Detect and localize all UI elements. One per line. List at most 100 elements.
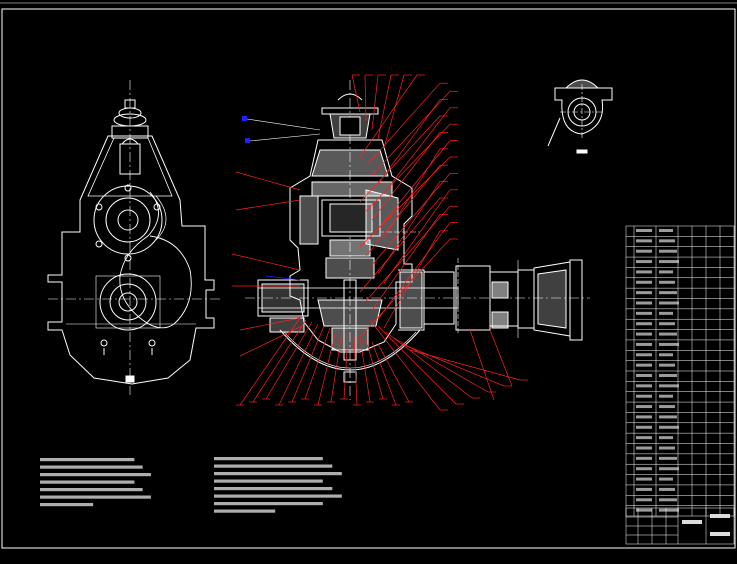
parts-cell-text (636, 322, 652, 326)
parts-cell-text (659, 446, 675, 450)
leader-line (371, 341, 397, 406)
note-line (214, 487, 333, 491)
leader-line (359, 197, 441, 293)
note-line (214, 457, 323, 461)
parts-cell-text (636, 446, 652, 450)
parts-cell-text (659, 353, 673, 357)
parts-cell-text (636, 291, 652, 295)
parts-cell-text (636, 342, 652, 346)
leader-line (365, 164, 441, 257)
leader-line (235, 199, 301, 211)
parts-cell-text (659, 415, 677, 419)
leader-line (383, 148, 441, 239)
parts-cell-text (636, 498, 652, 502)
leader-line (291, 325, 325, 403)
leader-line (235, 171, 301, 191)
leader-line (330, 331, 343, 403)
parts-cell-text (659, 374, 677, 377)
leader-line (239, 325, 303, 357)
parts-cell-text (659, 436, 673, 440)
bottom-caption (232, 553, 732, 564)
parts-cell-text (636, 487, 652, 491)
leader-line (359, 337, 371, 403)
parts-cell-text (659, 332, 677, 336)
leader-line (364, 74, 367, 122)
leader-line (265, 321, 313, 400)
leader-line (393, 337, 489, 393)
parts-cell-text (659, 301, 679, 305)
section-view (245, 80, 590, 400)
parts-cell-text (636, 353, 652, 357)
parts-cell-text (636, 260, 652, 264)
parts-cell-text (659, 280, 675, 284)
leader-line (365, 123, 451, 212)
note-line (40, 495, 151, 499)
reference-markers (242, 116, 321, 281)
parts-cell-text (636, 229, 652, 232)
note-line (40, 480, 135, 484)
parts-cell-text (636, 425, 652, 429)
parts-cell-text (659, 405, 675, 409)
note-line (214, 509, 276, 513)
leader-lines (231, 74, 528, 411)
parts-cell-text (659, 425, 679, 429)
parts-cell-text (636, 415, 652, 419)
note-line (40, 458, 135, 462)
leader-line (365, 205, 451, 302)
leader-line (383, 230, 441, 329)
leader-line (369, 319, 441, 411)
leader-line (371, 214, 441, 311)
parts-cell-text (636, 239, 652, 243)
leader-line (359, 238, 451, 338)
technical-notes-1 (40, 458, 151, 507)
leader-line (489, 329, 513, 387)
leader-line (343, 333, 349, 400)
parts-cell-text (659, 498, 677, 502)
leader-line (231, 253, 301, 271)
title-block (625, 507, 735, 545)
detail-view (547, 79, 613, 154)
parts-cell-text (659, 384, 679, 388)
leader-line (385, 331, 473, 399)
note-line (214, 472, 342, 476)
drawing-border (1, 8, 736, 549)
parts-cell-text (636, 311, 652, 315)
parts-cell-text (659, 260, 679, 264)
leader-line (377, 222, 451, 320)
leader-line (371, 173, 451, 266)
parts-cell-text (636, 270, 652, 274)
note-line (214, 494, 342, 498)
parts-cell-text (659, 291, 677, 295)
parts-cell-text (636, 508, 652, 512)
parts-cell-text (636, 467, 652, 471)
parts-cell-text (636, 394, 652, 398)
parts-cell-text (659, 467, 679, 471)
leader-line (353, 335, 358, 406)
parts-cell-text (636, 436, 652, 440)
note-line (40, 465, 143, 469)
leader-line (383, 107, 451, 194)
leader-line (469, 329, 495, 401)
parts-cell-text (659, 363, 675, 367)
leader-line (317, 329, 337, 406)
title-text (710, 532, 730, 536)
leader-line (383, 74, 405, 149)
note-line (40, 488, 143, 492)
parts-cell-text (659, 249, 677, 253)
leader-line (371, 74, 379, 131)
leader-line (377, 99, 441, 185)
leader-line (239, 317, 301, 406)
parts-cell-text (636, 301, 652, 305)
leader-line (278, 323, 319, 406)
parts-cell-text (636, 384, 652, 388)
parts-cell-text (636, 280, 652, 284)
leader-line (409, 349, 521, 381)
parts-list-table (625, 225, 735, 517)
leader-line (365, 82, 441, 167)
parts-cell-text (636, 456, 652, 460)
parts-cell-text (636, 363, 652, 367)
note-line (214, 479, 323, 483)
leader-line (371, 91, 451, 176)
parts-cell-text (659, 487, 675, 491)
